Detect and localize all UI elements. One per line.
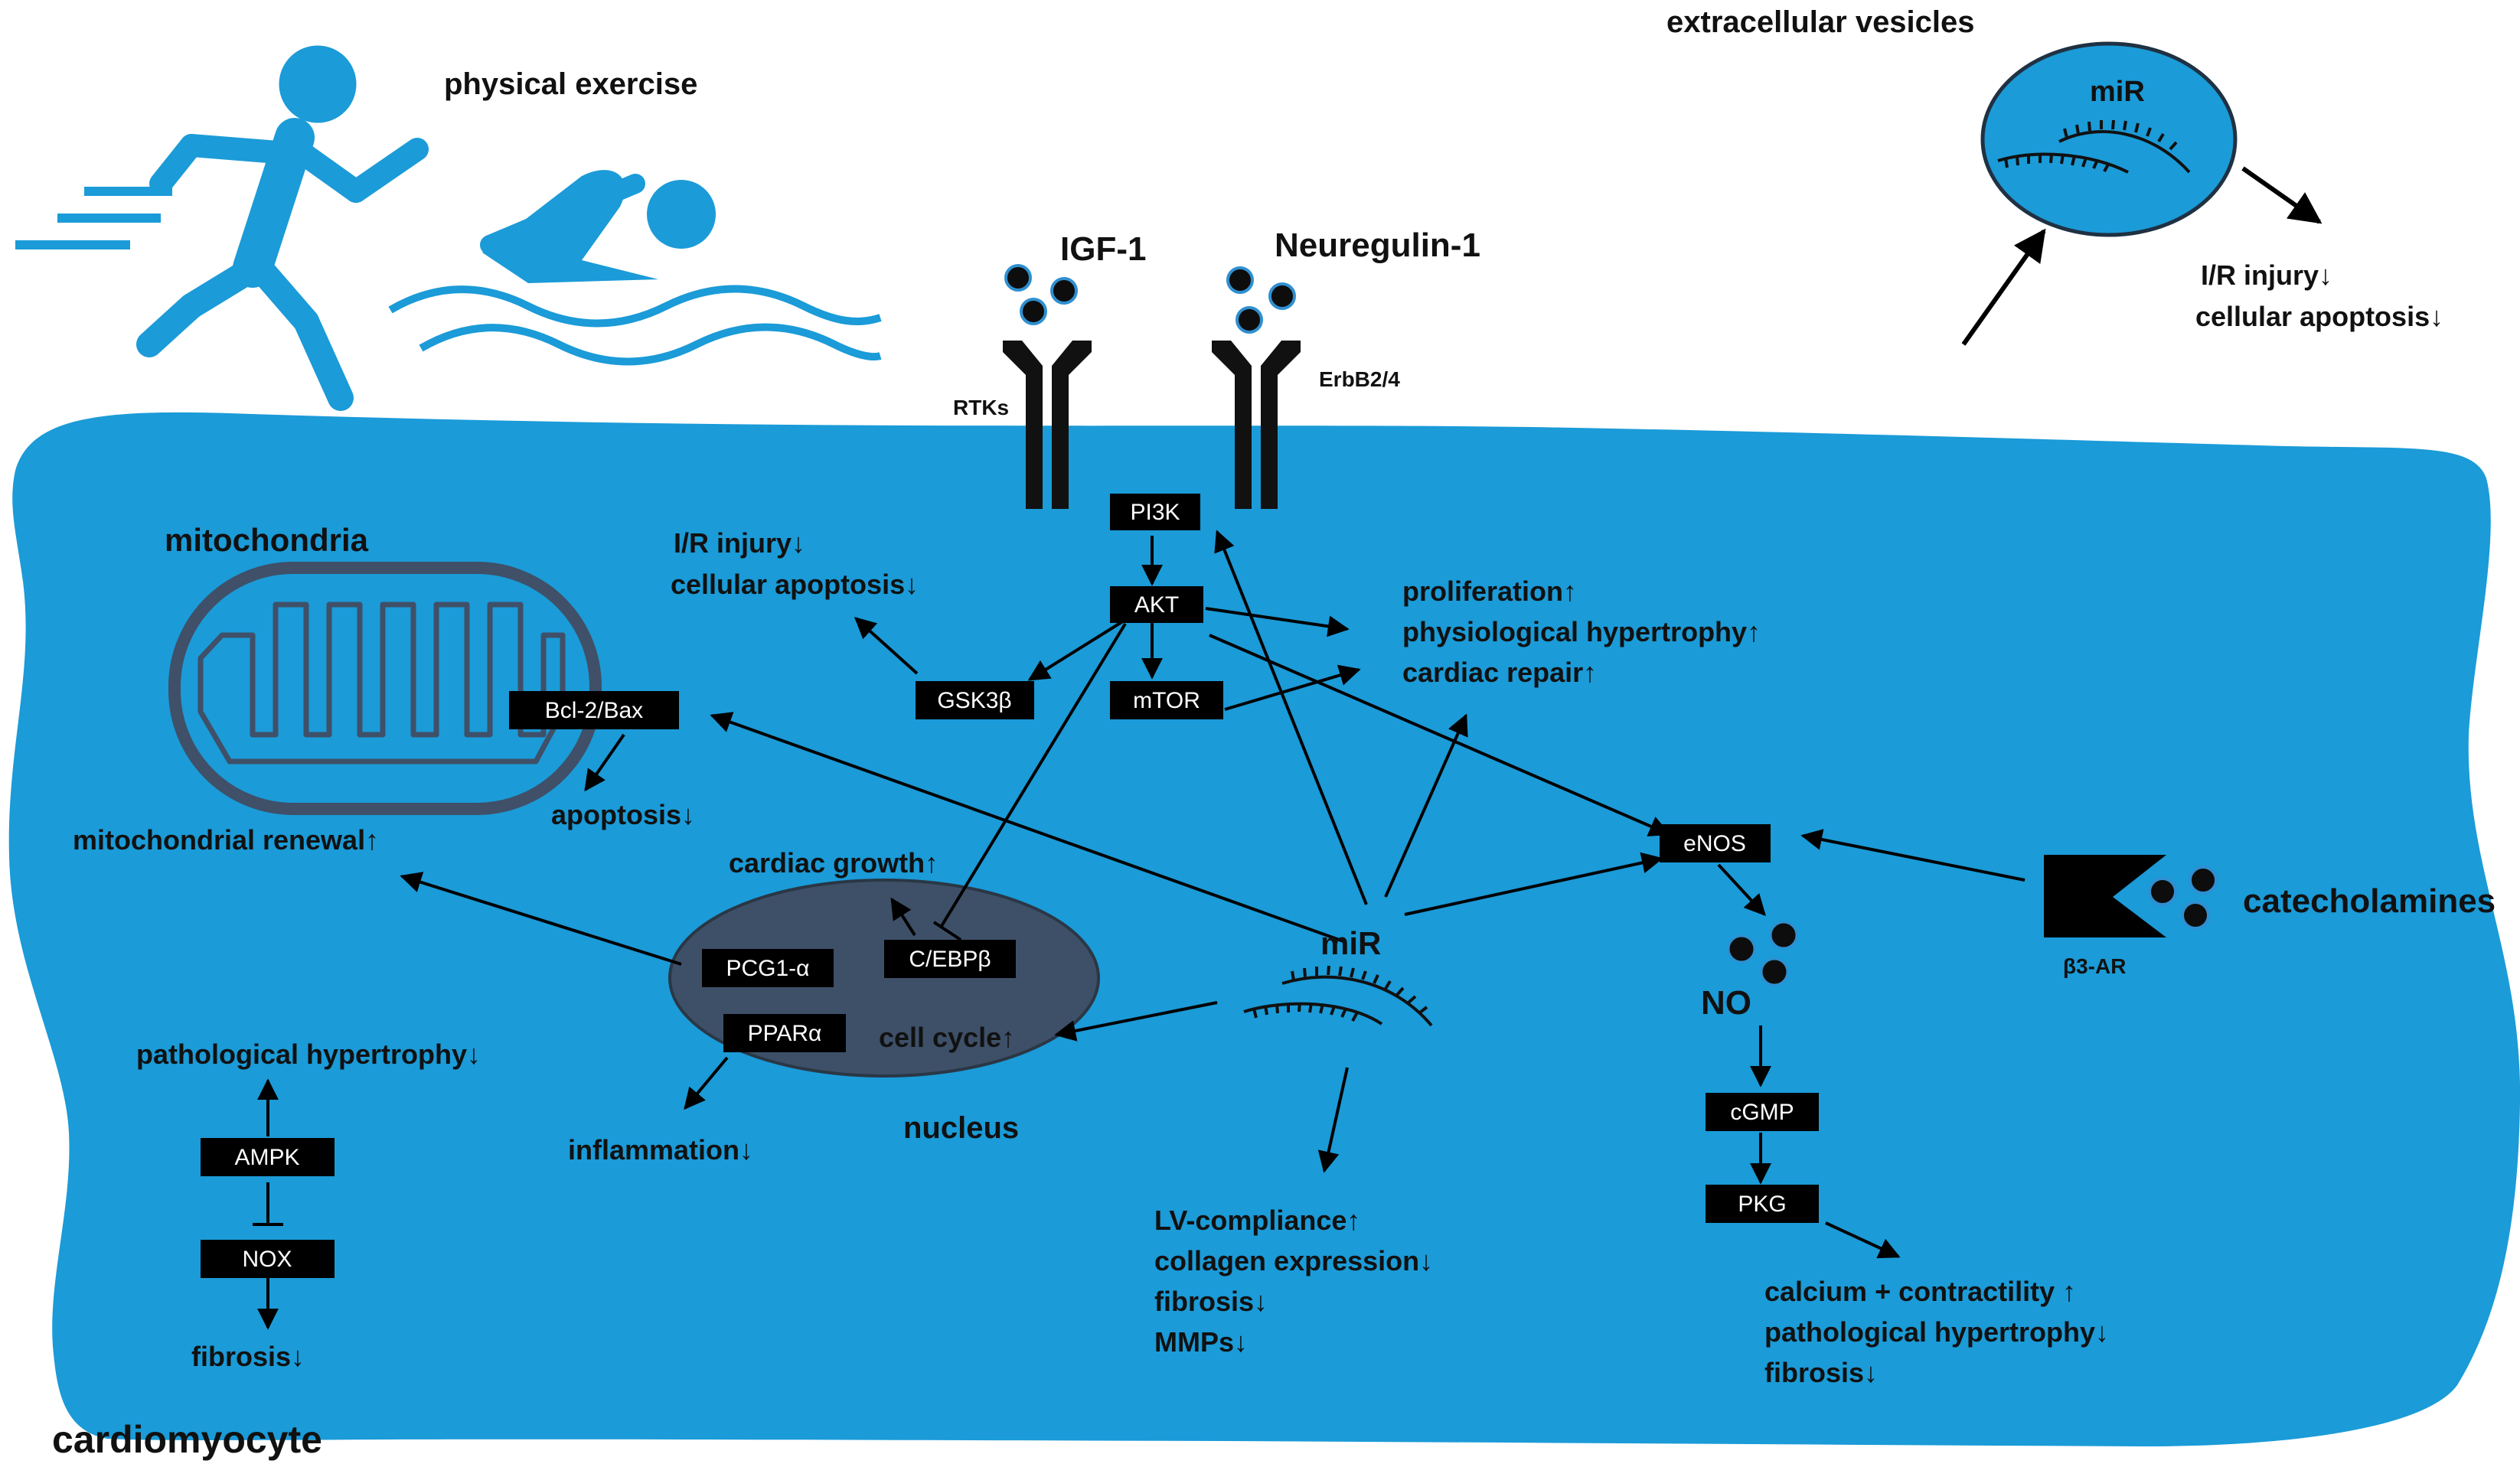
svg-text:AKT: AKT: [1134, 592, 1179, 618]
svg-text:PI3K: PI3K: [1130, 500, 1180, 525]
erbb-label: ErbB2/4: [1319, 367, 1400, 391]
microrna-icon: [1997, 119, 2191, 174]
ev-effect-1: I/R injury↓: [2201, 259, 2332, 291]
svg-text:PPARα: PPARα: [748, 1021, 822, 1046]
gsk-effect-2: cellular apoptosis↓: [671, 569, 919, 600]
fibrosis-left-label: fibrosis↓: [191, 1341, 305, 1372]
box-ampk: AMPK: [201, 1138, 335, 1176]
inflammation-label: inflammation↓: [568, 1134, 753, 1166]
lv-effect-4: MMPs↓: [1154, 1326, 1248, 1358]
apoptosis-label: apoptosis↓: [551, 799, 695, 830]
nucleus-label: nucleus: [903, 1111, 1019, 1145]
box-enos: eNOS: [1660, 824, 1771, 862]
rtk-receptor-icon: [1003, 341, 1092, 509]
pathway-arrows: [253, 530, 2025, 1330]
microrna-icon-center: [1243, 965, 1433, 1027]
svg-text:cGMP: cGMP: [1730, 1100, 1794, 1125]
growth-effect-3: cardiac repair↑: [1402, 657, 1597, 688]
swimmer-icon: [388, 170, 882, 366]
box-pi3k: PI3K: [1110, 494, 1200, 530]
runner-icon: [15, 45, 429, 411]
vesicle-mir-label: miR: [2090, 76, 2145, 108]
box-nox: NOX: [201, 1240, 335, 1278]
box-pkg: PKG: [1706, 1185, 1819, 1223]
lv-effect-1: LV-compliance↑: [1154, 1205, 1360, 1236]
rtks-label: RTKs: [953, 396, 1009, 419]
box-bcl2-bax: Bcl-2/Bax: [509, 691, 679, 729]
box-cgmp: cGMP: [1706, 1093, 1819, 1131]
lv-effect-3: fibrosis↓: [1154, 1286, 1268, 1317]
svg-text:AMPK: AMPK: [234, 1145, 299, 1170]
mir-center-label: miR: [1320, 925, 1381, 961]
svg-text:PCG1-α: PCG1-α: [726, 956, 809, 981]
svg-text:GSK3β: GSK3β: [937, 688, 1011, 713]
pkg-effect-2: pathological hypertrophy↓: [1764, 1316, 2109, 1348]
svg-text:C/EBPβ: C/EBPβ: [909, 947, 991, 972]
cell-cycle-label: cell cycle↑: [879, 1022, 1015, 1053]
box-pcg1a: PCG1-α: [702, 949, 834, 987]
mito-renewal-label: mitochondrial renewal↑: [73, 824, 379, 856]
catecholamine-dots-icon: [2148, 866, 2218, 930]
svg-text:NOX: NOX: [242, 1247, 292, 1272]
box-ppara: PPARα: [723, 1014, 846, 1052]
path-hypertrophy-label: pathological hypertrophy↓: [136, 1038, 481, 1070]
arrow-cell-to-vesicle: [1961, 228, 2046, 346]
lv-effect-2: collagen expression↓: [1154, 1245, 1433, 1276]
box-gsk3b: GSK3β: [916, 681, 1034, 719]
box-cebpb: C/EBPβ: [884, 940, 1016, 978]
cardiomyocyte-cell: [8, 412, 2520, 1446]
mitochondria-label: mitochondria: [165, 522, 369, 558]
growth-effect-1: proliferation↑: [1402, 575, 1577, 607]
no-label: NO: [1701, 984, 1751, 1022]
gsk-effect-1: I/R injury↓: [674, 527, 805, 559]
catecholamines-label: catecholamines: [2243, 882, 2496, 920]
igf1-label: IGF-1: [1060, 230, 1146, 268]
ev-effect-2: cellular apoptosis↓: [2195, 301, 2443, 332]
svg-text:Bcl-2/Bax: Bcl-2/Bax: [545, 698, 643, 723]
cardiac-growth-label: cardiac growth↑: [729, 847, 938, 879]
svg-text:PKG: PKG: [1738, 1192, 1786, 1217]
beta3-receptor-icon: [2044, 855, 2166, 937]
beta3-label: β3-AR: [2063, 954, 2126, 978]
extracellular-vesicles-label: extracellular vesicles: [1666, 5, 1975, 39]
arrow-vesicle-to-effects: [2241, 166, 2323, 224]
pkg-effect-3: fibrosis↓: [1764, 1357, 1878, 1388]
pkg-effect-1: calcium + contractility ↑: [1764, 1276, 2076, 1307]
no-dots-icon: [1727, 921, 1798, 986]
neuregulin-label: Neuregulin-1: [1275, 227, 1480, 264]
cardiomyocyte-label: cardiomyocyte: [52, 1418, 322, 1461]
vesicle-icon: [1980, 41, 2238, 237]
ligand-dots-icon: [1004, 264, 1296, 334]
svg-text:eNOS: eNOS: [1683, 831, 1746, 856]
erbb-receptor-icon: [1212, 341, 1301, 509]
physical-exercise-label: physical exercise: [444, 67, 697, 101]
box-akt: AKT: [1110, 586, 1203, 623]
growth-effect-2: physiological hypertrophy↑: [1402, 616, 1761, 647]
svg-text:mTOR: mTOR: [1133, 688, 1200, 713]
box-mtor: mTOR: [1110, 681, 1223, 719]
